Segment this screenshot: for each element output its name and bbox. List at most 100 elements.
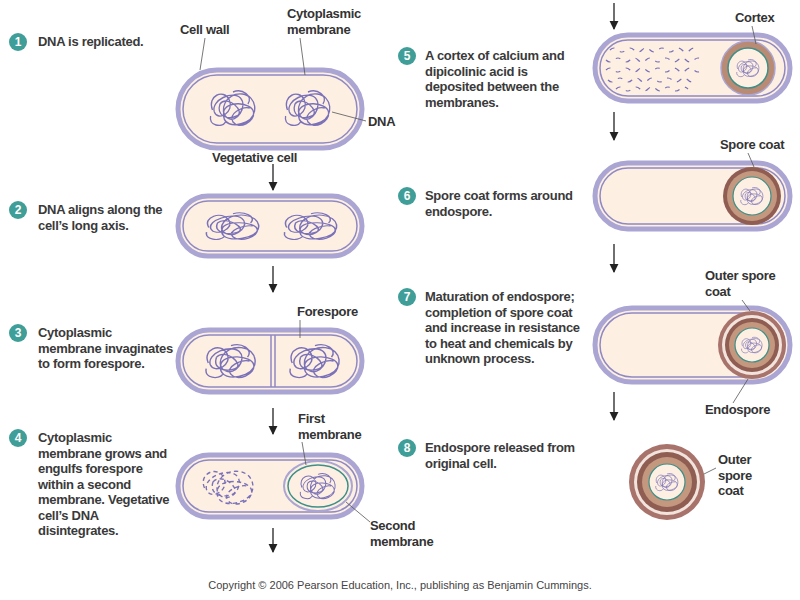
leader-line — [748, 153, 754, 167]
dna-tangle — [656, 473, 678, 490]
step-number: 3 — [9, 324, 27, 342]
step-description: A cortex of calcium and dipicolinic acid… — [425, 48, 585, 110]
spore-core — [649, 464, 685, 500]
dna-fragments — [606, 48, 702, 91]
outer-spore-coat — [629, 444, 705, 520]
step-arrow — [613, 392, 614, 420]
cytoplasmic-membrane — [600, 40, 785, 96]
copyright-notice: Copyright © 2006 Pearson Education, Inc.… — [0, 579, 800, 592]
part-label: Cortex — [735, 10, 795, 26]
part-label: Outer spore coat — [705, 268, 790, 299]
cytoplasmic-membrane — [600, 313, 785, 377]
part-label: DNA — [368, 114, 408, 130]
step-description: DNA aligns along the cell’s long axis. — [38, 202, 173, 233]
cell-wall — [178, 455, 362, 517]
part-label: Cytoplasmic membrane — [287, 6, 382, 37]
cortex — [729, 322, 775, 368]
step-number-text: 8 — [404, 442, 411, 454]
part-label: Vegetative cell — [212, 150, 342, 166]
cell — [178, 455, 362, 517]
leader-line — [704, 468, 716, 474]
leader-line — [332, 112, 366, 121]
cytoplasmic-membrane — [183, 201, 357, 251]
outer-spore-coat — [718, 311, 786, 379]
disintegrating-dna — [203, 471, 253, 504]
step-arrow — [613, 244, 614, 272]
cytoplasmic-membrane — [183, 335, 357, 387]
step-description: Cytoplasmic membrane invaginates to form… — [38, 325, 178, 372]
leader-lines — [200, 26, 756, 522]
leader-line — [742, 300, 750, 311]
step-number-text: 2 — [15, 204, 22, 216]
dna-tangle — [210, 91, 254, 125]
spore-core — [728, 48, 768, 88]
step-number: 5 — [398, 47, 416, 65]
step-arrow — [613, 3, 614, 29]
dna-tangle — [300, 474, 335, 499]
leader-line — [346, 502, 370, 522]
septum — [270, 335, 272, 387]
cytoplasmic-membrane — [183, 460, 357, 512]
cell — [595, 35, 790, 101]
leader-line — [752, 26, 756, 44]
septum — [274, 335, 276, 387]
cell — [178, 196, 362, 256]
spore-layer — [634, 449, 700, 515]
step-number-text: 7 — [404, 291, 411, 303]
step-number-text: 4 — [15, 432, 22, 444]
step-number-text: 1 — [15, 36, 22, 48]
part-label: Forespore — [297, 304, 377, 320]
spore-coat — [637, 452, 697, 512]
cortex — [721, 41, 775, 95]
step-number: 2 — [9, 201, 27, 219]
cell-wall — [595, 308, 790, 382]
step-number: 1 — [9, 33, 27, 51]
cell-wall — [178, 330, 362, 392]
part-label: First membrane — [298, 411, 370, 442]
dna-tangle — [737, 59, 759, 76]
cell-wall — [595, 163, 790, 229]
step-description: Maturation of endospore; completion of s… — [425, 289, 590, 367]
leader-line — [733, 379, 748, 403]
step-description: Spore coat forms around endospore. — [425, 188, 575, 219]
step-arrow — [272, 266, 273, 292]
part-label: Cell wall — [180, 22, 260, 38]
step-number-text: 3 — [15, 327, 22, 339]
part-label: Second membrane — [370, 518, 450, 549]
dna-tangle — [206, 213, 258, 240]
step-number-text: 5 — [404, 50, 411, 62]
step-number: 6 — [398, 187, 416, 205]
endospore — [629, 444, 705, 520]
cell — [178, 330, 362, 392]
step-number: 8 — [398, 439, 416, 457]
leader-line — [300, 38, 305, 75]
cytoplasmic-membrane — [600, 168, 785, 224]
spore-core — [735, 328, 769, 362]
cell-wall — [595, 35, 790, 101]
cell — [595, 308, 790, 382]
step-arrow — [613, 112, 614, 140]
step-arrows — [273, 3, 614, 552]
leader-line — [200, 38, 205, 70]
dna-tangle — [741, 187, 763, 204]
leader-line — [302, 442, 306, 465]
cytoplasmic-membrane — [183, 75, 357, 143]
spore-coat — [725, 318, 779, 372]
dna-tangle — [285, 91, 329, 125]
step-arrow — [272, 528, 273, 552]
part-label: Outer spore coat — [718, 452, 768, 499]
cortex — [642, 457, 692, 507]
part-label: Endospore — [705, 402, 790, 418]
cell-wall — [178, 196, 362, 256]
spore-core — [733, 177, 771, 215]
step-number: 7 — [398, 288, 416, 306]
cell-wall — [178, 70, 362, 148]
step-number: 4 — [9, 429, 27, 447]
dna-tangle — [742, 337, 763, 353]
part-label: Spore coat — [720, 137, 800, 153]
step-arrow — [272, 164, 273, 190]
leader-line — [300, 320, 301, 338]
spore-coat — [723, 167, 781, 225]
dna-tangle — [284, 213, 336, 240]
